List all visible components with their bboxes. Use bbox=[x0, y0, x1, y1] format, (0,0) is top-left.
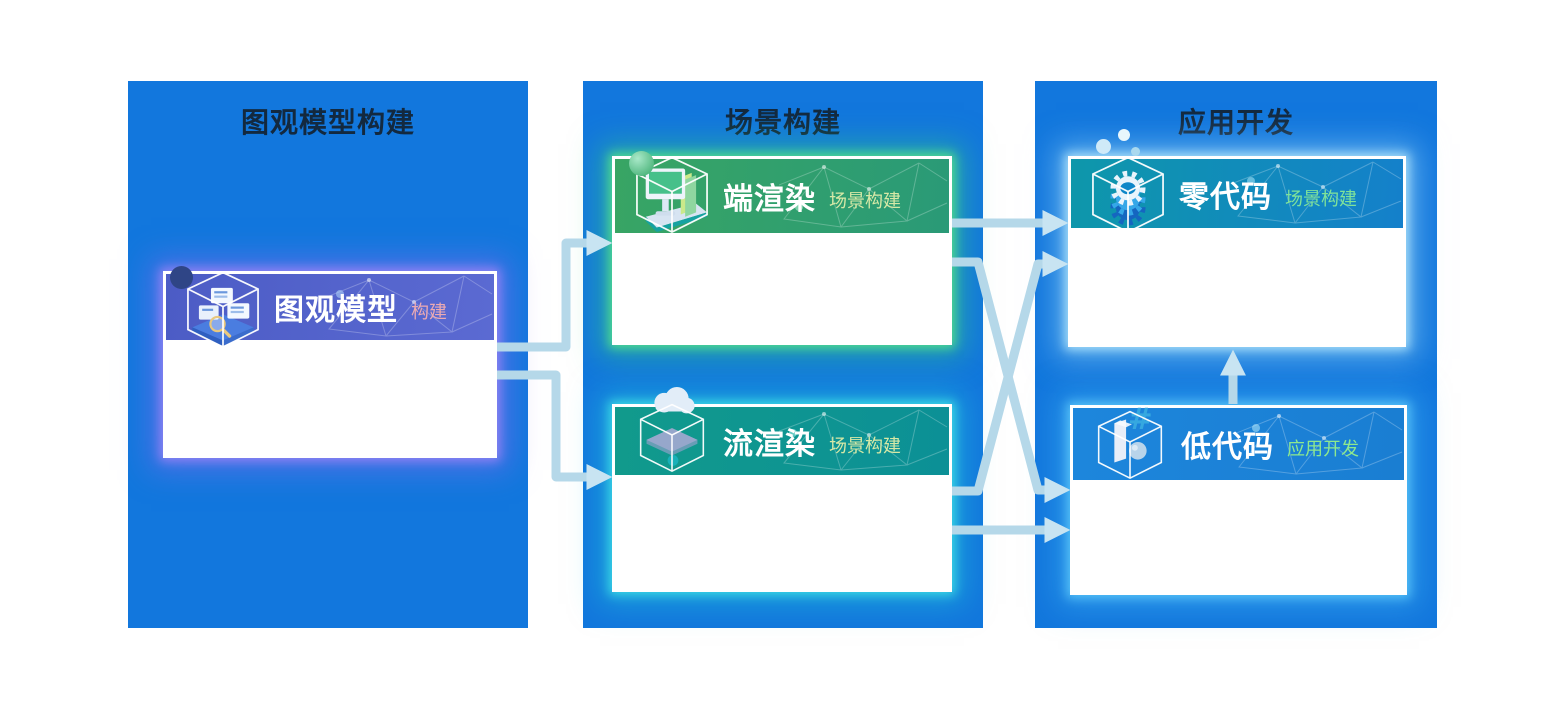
card-subtitle: 场景构建 bbox=[1285, 188, 1357, 209]
cloud-cube-icon bbox=[639, 387, 705, 473]
panel-title: 应用开发 bbox=[1177, 107, 1294, 138]
navy-dot-decoration bbox=[170, 266, 193, 289]
card-zero-code: 零代码 场景构建 bbox=[1068, 156, 1406, 347]
panel-title: 场景构建 bbox=[724, 107, 841, 138]
card-low-code: 低代码 应用开发 # bbox=[1070, 402, 1407, 595]
green-sphere-decoration bbox=[629, 151, 654, 176]
card-tuguan-model: 图观模型 构建 bbox=[163, 271, 497, 458]
svg-text:#: # bbox=[1128, 402, 1153, 436]
monitor-cube-icon bbox=[636, 156, 708, 234]
card-subtitle: 构建 bbox=[411, 302, 447, 322]
mesh-decoration bbox=[779, 409, 948, 471]
card-subtitle: 场景构建 bbox=[829, 191, 901, 211]
card-client-render: 端渲染 场景构建 bbox=[612, 156, 952, 345]
card-subtitle: 场景构建 bbox=[829, 436, 901, 456]
bubble-icon bbox=[1131, 147, 1140, 156]
card-title: 图观模型 bbox=[274, 294, 398, 327]
bubble-icon bbox=[1118, 129, 1130, 141]
card-subtitle: 应用开发 bbox=[1287, 439, 1359, 459]
model-cube-icon bbox=[187, 271, 259, 349]
card-title: 零代码 bbox=[1179, 180, 1272, 214]
mesh-decoration bbox=[1234, 411, 1403, 475]
card-title: 流渲染 bbox=[723, 428, 816, 461]
card-title: 端渲染 bbox=[723, 183, 816, 216]
mesh-decoration bbox=[324, 275, 493, 337]
gears-cube-icon bbox=[1092, 156, 1164, 234]
card-stream-render: 流渲染 场景构建 bbox=[612, 387, 952, 592]
mesh-decoration bbox=[779, 162, 948, 228]
card-title: 低代码 bbox=[1181, 431, 1274, 464]
panel-title: 图观模型构建 bbox=[240, 107, 415, 138]
bubble-icon bbox=[1096, 139, 1111, 154]
mesh-decoration bbox=[1233, 161, 1402, 224]
hash-cube-icon: # bbox=[1097, 402, 1163, 480]
card-header: 图观模型 构建 bbox=[166, 274, 494, 340]
card-header: 低代码 应用开发 bbox=[1073, 408, 1404, 480]
